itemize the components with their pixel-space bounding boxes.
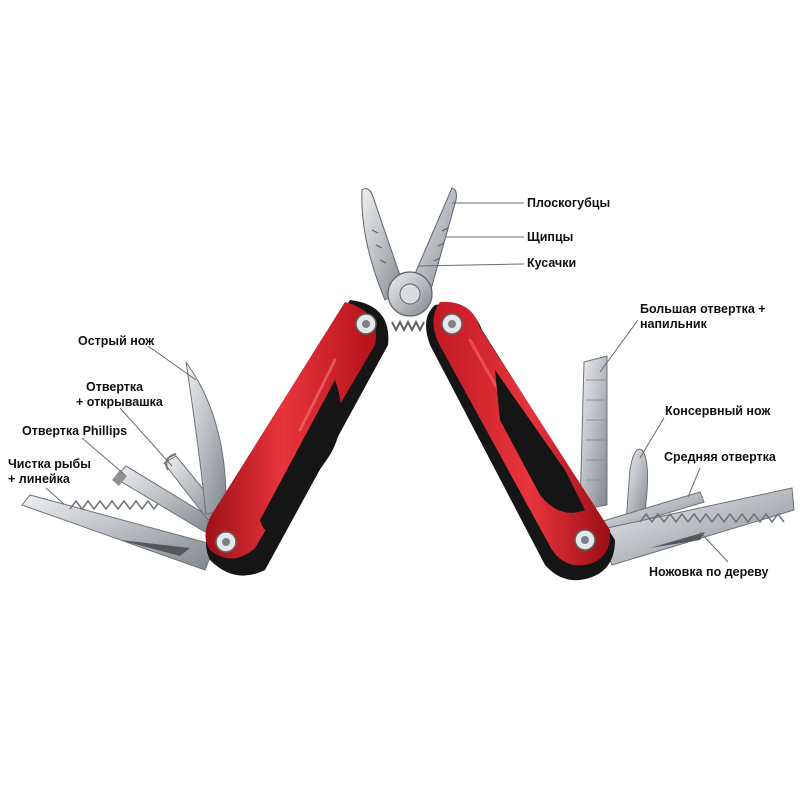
leader-screwdriver-opener <box>119 407 173 467</box>
label-fish-scaler-line2: + линейка <box>8 472 70 486</box>
leader-wood-saw <box>699 531 729 563</box>
label-cutters: Кусачки <box>527 256 577 270</box>
leader-fish-scaler <box>45 487 65 505</box>
leader-can-opener <box>639 417 665 459</box>
label-can-opener: Консервный нож <box>665 404 771 418</box>
label-sharp-knife: Острый нож <box>78 334 155 348</box>
leader-cutters <box>417 263 525 267</box>
big-screwdriver-file-tool <box>579 355 608 511</box>
fish-scaler-ruler-tool <box>21 494 216 571</box>
label-big-screwdriver-line1: Большая отвертка + <box>640 302 766 316</box>
right-handle <box>426 301 615 581</box>
leader-phillips <box>81 437 125 475</box>
leader-sharp-knife <box>147 345 197 381</box>
left-handle <box>205 300 389 576</box>
leader-big-screwdriver <box>599 319 639 373</box>
label-screwdriver-opener-line2: + открывашка <box>76 395 163 409</box>
label-screwdriver-opener-line1: Отвертка <box>86 380 144 394</box>
label-fish-scaler-line1: Чистка рыбы <box>8 457 91 471</box>
leader-medium-screwdriver <box>687 467 701 498</box>
label-medium-screwdriver: Средняя отвертка <box>664 450 776 464</box>
label-tweezers: Щипцы <box>527 230 574 244</box>
label-wood-saw: Ножовка по дереву <box>649 565 769 579</box>
label-pliers: Плоскогубцы <box>527 196 611 210</box>
label-big-screwdriver-line2: напильник <box>640 317 707 331</box>
label-phillips: Отвертка Phillips <box>22 424 128 438</box>
plier-jaws <box>361 187 457 333</box>
